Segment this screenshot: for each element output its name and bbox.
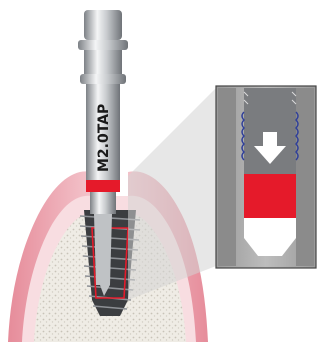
tap-label: M2.0TAP — [96, 104, 112, 172]
zoom-connector — [128, 88, 216, 300]
inset-red-band — [244, 174, 296, 218]
inset-detail — [216, 86, 316, 268]
